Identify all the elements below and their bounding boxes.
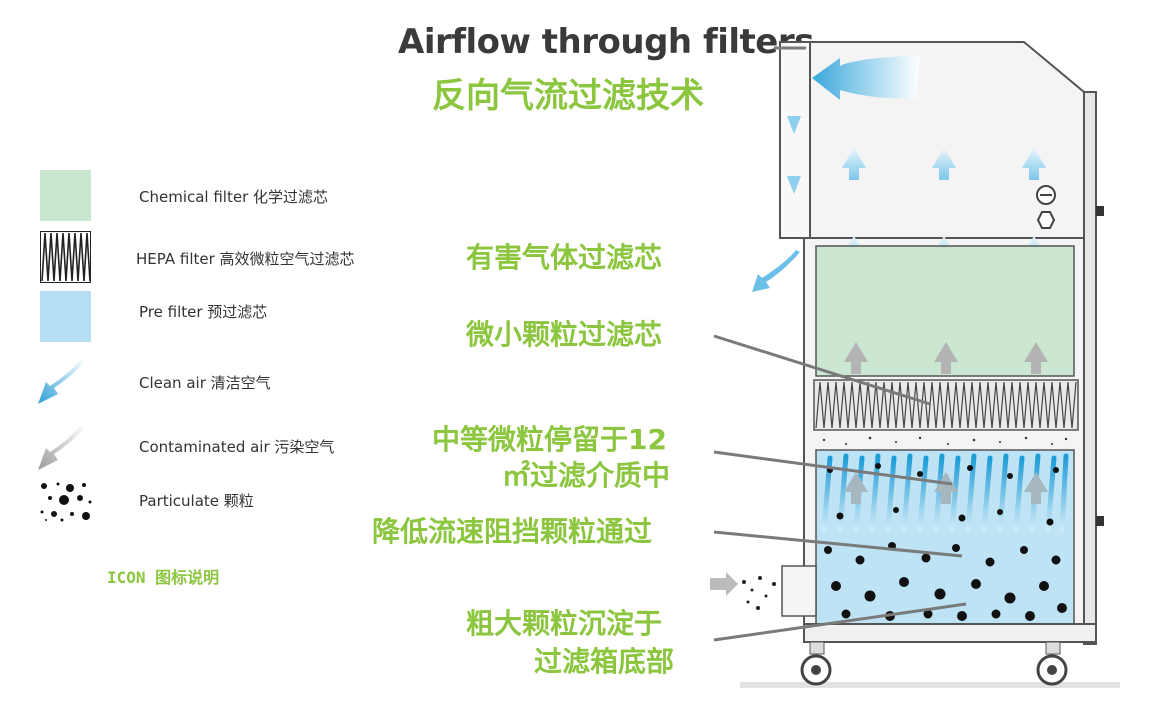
legend-caption: ICON 图标说明 [107, 568, 220, 587]
contaminated-inlet-arrow-icon [710, 572, 738, 596]
legend-label-particulate: Particulate 颗粒 [139, 492, 254, 510]
cabinet-base [803, 623, 1097, 643]
hepa-filter-swatch [40, 231, 91, 283]
filter-cabinet-illustration [710, 41, 1120, 688]
callout-coarse-line1: 粗大颗粒沉淀于 [466, 607, 663, 640]
legend-label-contaminated-air: Contaminated air 污染空气 [139, 438, 335, 456]
callout-harmful-gas: 有害气体过滤芯 [466, 241, 663, 274]
pre-filter-swatch [40, 291, 91, 342]
callout-micro-particle: 微小颗粒过滤芯 [466, 318, 663, 351]
legend-label-pre: Pre filter 预过滤芯 [139, 303, 268, 321]
contaminated-air-arrow-icon [38, 426, 86, 470]
inlet-arrow-icon [812, 56, 920, 100]
inlet-duct [781, 565, 817, 617]
clean-air-arrow-icon [38, 360, 86, 404]
fine-dust [822, 436, 1068, 445]
callout-medium-particle-line2: ㎡过滤介质中 [502, 459, 671, 492]
legend-label-chemical: Chemical filter 化学过滤芯 [139, 188, 329, 206]
callout-slow-flow: 降低流速阻挡颗粒通过 [372, 515, 653, 548]
particles-in-pre-filter [824, 463, 1067, 621]
chemical-filter-swatch [40, 170, 91, 221]
title-english: Airflow through filters [398, 22, 814, 62]
title-chinese: 反向气流过滤技术 [432, 76, 704, 116]
caster-left [800, 641, 832, 686]
particulate-icon [40, 482, 92, 522]
legend-label-hepa: HEPA filter 高效微粒空气过滤芯 [136, 250, 355, 268]
callout-coarse-line2: 过滤箱底部 [534, 645, 675, 678]
pre-filter-gray-arrows [844, 472, 1048, 504]
callout-medium-particle-line1: 中等微粒停留于12 [432, 423, 667, 456]
exhaust-arrow-icon [752, 250, 800, 292]
legend-label-clean-air: Clean air 清洁空气 [139, 374, 271, 392]
gray-up-arrows [844, 342, 1048, 374]
caster-right [1036, 641, 1068, 686]
